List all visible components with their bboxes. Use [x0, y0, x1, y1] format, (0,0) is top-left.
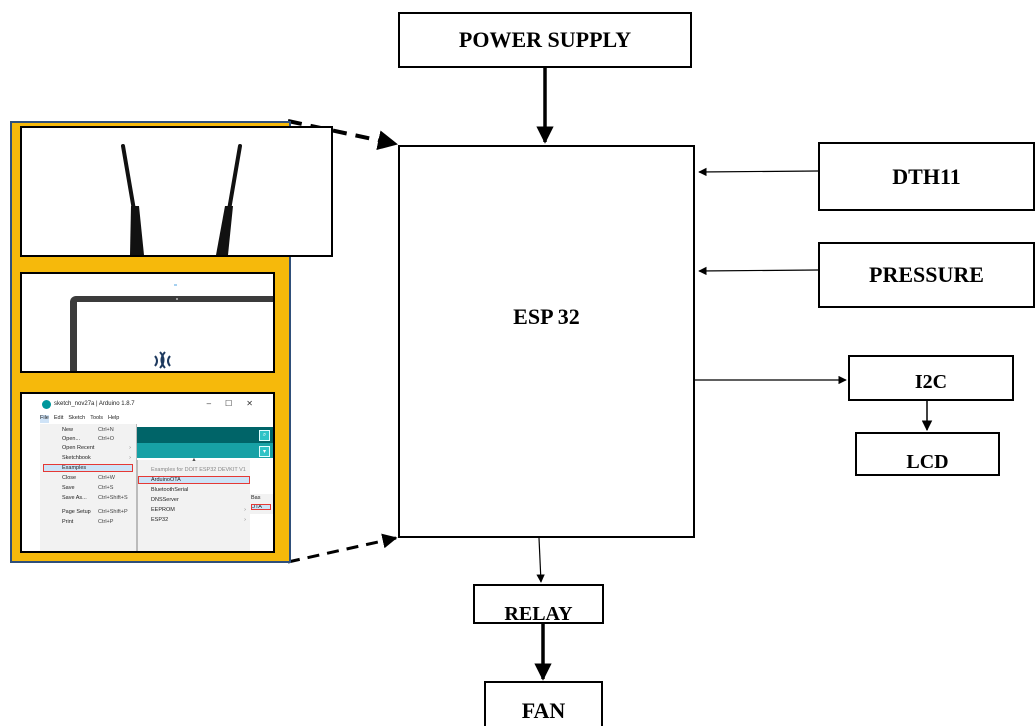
menu-item-label: New	[62, 427, 74, 433]
ide-toolbar: ⌕	[137, 427, 273, 443]
chevron-right-icon: ›	[129, 445, 131, 451]
example-item[interactable]: EEPROM›	[151, 507, 246, 513]
menu-item[interactable]: Print Ctrl+P	[40, 518, 136, 526]
fan-label: FAN	[521, 697, 566, 723]
fan-block: FAN	[484, 681, 603, 726]
arrow-esp-to-relay	[536, 537, 545, 583]
menu-item[interactable]: Save As... Ctrl+Shift+S	[40, 494, 136, 502]
arrow-dth11-to-esp	[698, 167, 819, 177]
menu-item[interactable]: New Ctrl+N	[40, 426, 136, 434]
i2c-block: I2C	[848, 355, 1014, 401]
menu-item-shortcut: Ctrl+W	[98, 475, 115, 481]
example-item[interactable]: DNSServer	[151, 497, 179, 503]
menu-item-shortcut: Ctrl+Shift+S	[98, 495, 128, 501]
power-supply-block: POWER SUPPLY	[398, 12, 692, 68]
esp32-label: ESP 32	[513, 303, 580, 329]
arduino-ide-window: sketch_nov27a | Arduino 1.8.7 –☐✕ File E…	[22, 394, 273, 551]
pressure-label: PRESSURE	[869, 262, 984, 287]
arduinoota-submenu: Bas OTA	[249, 494, 273, 514]
submenu-item[interactable]: Bas	[251, 495, 261, 501]
menu-item-shortcut: Ctrl+Shift+P	[98, 509, 128, 515]
examples-header: Examples for DOIT ESP32 DEVKIT V1	[151, 467, 246, 473]
window-controls-icon[interactable]: –☐✕	[206, 399, 267, 408]
arduino-logo-icon	[42, 399, 51, 409]
menu-item[interactable]: Sketchbook ›	[40, 454, 136, 462]
ide-title-bar: sketch_nov27a | Arduino 1.8.7 –☐✕	[22, 394, 273, 414]
menu-item[interactable]: Save Ctrl+S	[40, 484, 136, 492]
relay-label: RELAY	[504, 602, 573, 624]
menu-sketch[interactable]: Sketch	[68, 415, 86, 421]
chevron-right-icon: ›	[244, 507, 246, 513]
chevron-right-icon: ›	[244, 517, 246, 523]
esp32-block: ESP 32	[398, 145, 695, 538]
laptop-wifi-image	[20, 272, 275, 373]
dashed-line-bottom	[287, 533, 398, 564]
menu-item[interactable]: Open... Ctrl+O	[40, 435, 136, 443]
dth11-label: DTH11	[892, 163, 961, 189]
menu-item-label: Open...	[62, 436, 81, 442]
menu-item-label: Sketchbook	[62, 455, 91, 461]
submenu-item-ota[interactable]: OTA	[251, 504, 271, 510]
example-item-arduinoota[interactable]: ArduinoOTA	[138, 476, 250, 484]
example-item[interactable]: BluetoothSerial	[151, 487, 189, 493]
antenna-image	[20, 126, 333, 257]
arduino-ide-screenshot: sketch_nov27a | Arduino 1.8.7 –☐✕ File E…	[20, 392, 275, 553]
menu-edit[interactable]: Edit	[53, 415, 64, 421]
menu-item-label: Print	[62, 519, 74, 525]
menu-item[interactable]: Close Ctrl+W	[40, 474, 136, 482]
menu-tools[interactable]: Tools	[90, 415, 104, 421]
antenna-icon	[121, 144, 242, 255]
serial-monitor-icon[interactable]: ⌕	[259, 430, 270, 441]
ide-window-title: sketch_nov27a | Arduino 1.8.7	[54, 401, 135, 407]
menu-item[interactable]: Open Recent ›	[40, 444, 136, 452]
lcd-block: LCD	[855, 432, 1000, 476]
i2c-label: I2C	[914, 370, 948, 393]
menu-help[interactable]: Help	[108, 415, 120, 421]
menu-item-examples[interactable]: Examples	[43, 464, 133, 472]
tab-menu-icon[interactable]: ▾	[259, 446, 270, 457]
menu-item-label: Examples	[62, 465, 87, 471]
dth11-block: DTH11	[818, 142, 1035, 211]
menu-item-label: Open Recent	[62, 445, 95, 451]
menu-item-shortcut: Ctrl+S	[98, 485, 114, 491]
menu-item-shortcut: Ctrl+O	[98, 436, 115, 442]
menu-item-label: Page Setup	[62, 509, 91, 515]
menu-item-label: Close	[62, 475, 77, 481]
arrow-pressure-to-esp	[698, 266, 819, 276]
ide-tab-bar: ▾	[137, 443, 273, 458]
examples-submenu: ▲ Examples for DOIT ESP32 DEVKIT V1 Ardu…	[137, 457, 250, 551]
lcd-label: LCD	[906, 450, 949, 473]
pressure-block: PRESSURE	[818, 242, 1035, 308]
menu-file[interactable]: File	[40, 415, 49, 423]
power-supply-label: POWER SUPPLY	[458, 27, 632, 52]
scroll-up-icon[interactable]: ▲	[191, 457, 197, 463]
example-item[interactable]: ESP32›	[151, 517, 246, 523]
menu-item[interactable]: Page Setup Ctrl+Shift+P	[40, 508, 136, 516]
laptop-wifi-icon	[70, 284, 273, 371]
dashed-line-top	[287, 119, 398, 151]
menu-item-label: Save As...	[62, 495, 87, 501]
menu-item-label: Save	[62, 485, 75, 491]
menu-item-shortcut: Ctrl+P	[98, 519, 114, 525]
ide-menubar: File Edit Sketch Tools Help	[40, 415, 119, 423]
file-menu: New Ctrl+N Open... Ctrl+O Open Recent › Ske…	[40, 424, 137, 551]
relay-block: RELAY	[473, 584, 604, 624]
chevron-right-icon: ›	[129, 455, 131, 461]
menu-item-shortcut: Ctrl+N	[98, 427, 114, 433]
